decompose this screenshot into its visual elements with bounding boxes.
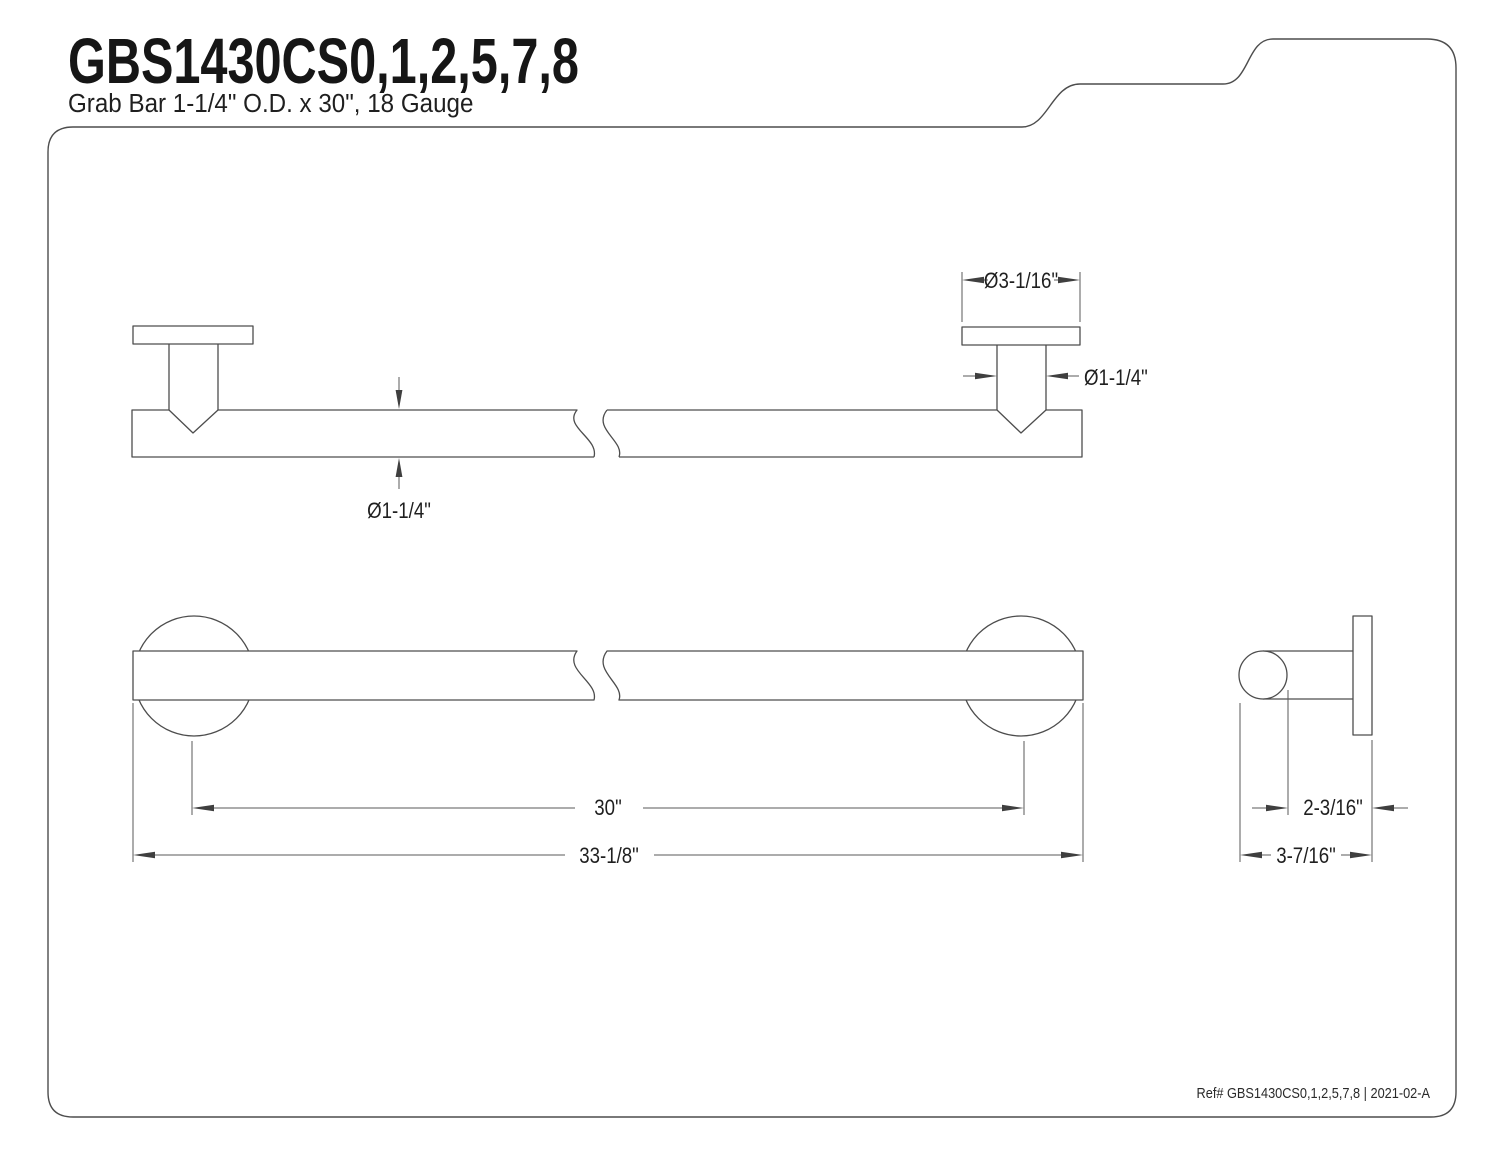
- right-flange-plate: [961, 326, 1081, 346]
- dim-label-overall-projection: 3-7/16": [1276, 845, 1336, 869]
- page-subtitle: Grab Bar 1-1/4" O.D. x 30", 18 Gauge: [68, 89, 473, 118]
- left-flange-post: [168, 344, 219, 410]
- front-view-dimensions: 30" 33-1/8": [132, 703, 1084, 869]
- wall-flange-plate: [1352, 615, 1373, 736]
- extension-lines-front: [132, 703, 1084, 862]
- side-view: [131, 325, 1083, 458]
- arrowhead: [1372, 804, 1394, 812]
- border-outline: [47, 38, 1457, 1118]
- left-weld-point: [168, 409, 219, 434]
- dim-label-post-diameter: Ø1-1/4": [1084, 367, 1148, 391]
- arrowhead: [1266, 804, 1288, 812]
- right-flange-post: [996, 345, 1047, 410]
- end-view: [1238, 615, 1373, 736]
- arrowhead: [1046, 372, 1068, 380]
- bar-end-circle: [1238, 650, 1288, 700]
- arrowhead: [962, 276, 984, 284]
- bar-front-left-segment: [132, 650, 595, 701]
- right-weld-point: [996, 409, 1047, 434]
- dim-label-overall-length: 33-1/8": [579, 845, 639, 869]
- bar-front-right-segment: [602, 650, 1084, 701]
- reference-number: Ref# GBS1430CS0,1,2,5,7,8 | 2021-02-A: [1197, 1084, 1431, 1101]
- left-flange-plate: [132, 325, 254, 345]
- end-view-dimensions: 2-3/16" 3-7/16": [1239, 690, 1408, 869]
- tube-profile-lines: [1263, 650, 1353, 700]
- bar-left-segment: [131, 409, 595, 458]
- extension-lines-end: [1239, 690, 1373, 862]
- sheet-border: [47, 38, 1457, 1118]
- arrowhead: [133, 851, 155, 859]
- arrowhead: [395, 390, 403, 409]
- dim-label-flange-diameter: Ø3-1/16": [984, 270, 1058, 294]
- arrowhead: [395, 458, 403, 477]
- bar-right-segment: [602, 409, 1083, 458]
- arrowhead: [192, 804, 214, 812]
- arrowhead: [975, 372, 997, 380]
- extension-lines-flange: [961, 272, 1081, 322]
- arrowhead: [1350, 851, 1372, 859]
- dim-label-bar-diameter: Ø1-1/4": [367, 500, 431, 524]
- arrowhead: [1002, 804, 1024, 812]
- arrowhead: [1058, 276, 1080, 284]
- front-view: [132, 615, 1084, 737]
- side-view-dimensions: Ø3-1/16" Ø1-1/4" Ø1-1/4": [367, 270, 1148, 524]
- arrowhead: [1240, 851, 1262, 859]
- arrowhead: [1061, 851, 1083, 859]
- page-title: GBS1430CS0,1,2,5,7,8: [68, 27, 579, 98]
- dim-label-grip-length: 30": [594, 797, 621, 821]
- dim-label-wall-clearance: 2-3/16": [1303, 797, 1363, 821]
